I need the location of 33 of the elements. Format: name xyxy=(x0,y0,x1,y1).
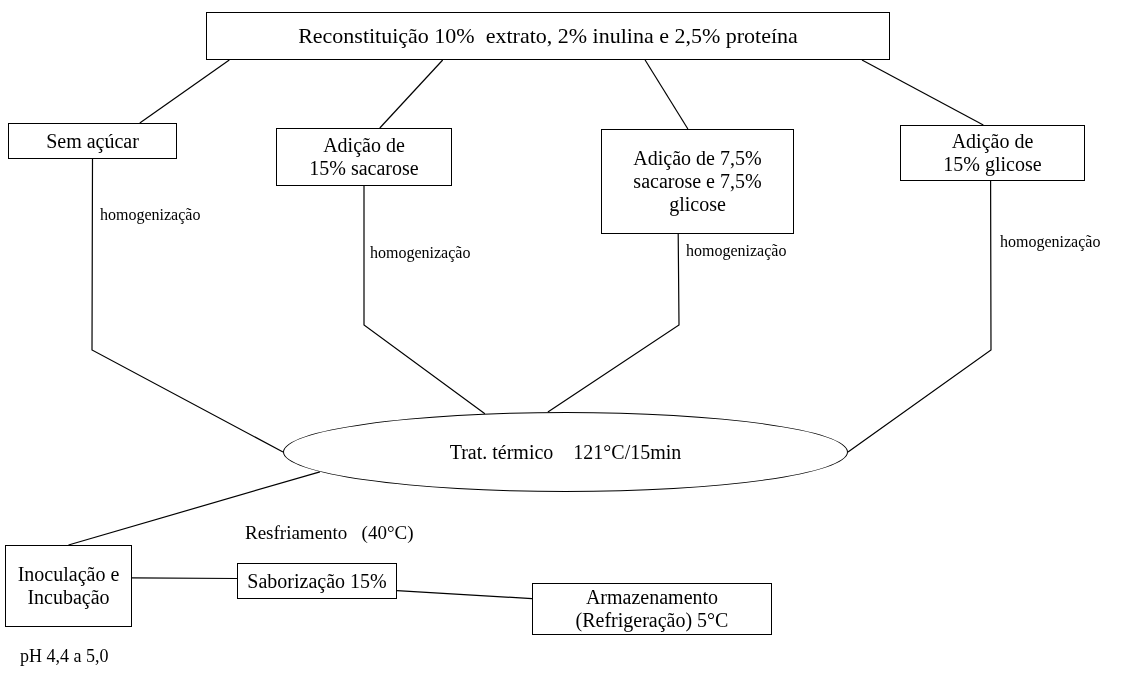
connector-line xyxy=(396,590,533,600)
process-box xyxy=(601,129,794,234)
step-text: Trat. térmico 121°C/15min xyxy=(449,440,682,464)
process-box xyxy=(900,125,1085,181)
connector-line xyxy=(139,59,230,124)
step-text: Reconstituição 10% extrato, 2% inulina e 2,5% proteína xyxy=(298,23,798,49)
connector-line xyxy=(379,59,444,129)
connector-line xyxy=(91,158,284,453)
step-text: Adição de 15% sacarose xyxy=(308,134,420,180)
edge-label: homogenização xyxy=(370,244,471,262)
process-box xyxy=(5,545,132,627)
connector-line xyxy=(67,471,321,546)
note-text: pH 4,4 a 5,0 xyxy=(20,646,109,667)
connector-line xyxy=(847,180,992,453)
edge-label: Resfriamento (40°C) xyxy=(245,522,414,544)
process-box xyxy=(276,128,452,186)
process-box xyxy=(237,563,397,599)
process-box xyxy=(532,583,772,635)
connector-line xyxy=(644,59,689,130)
step-text: Sem açúcar xyxy=(46,129,139,153)
edge-label: homogenização xyxy=(1000,233,1101,251)
step-text: Saborização 15% xyxy=(247,569,387,593)
edge-label: homogenização xyxy=(100,206,201,224)
connector-line xyxy=(131,577,238,580)
step-text: Adição de 15% glicose xyxy=(942,130,1043,176)
step-text: Armazenamento (Refrigeração) 5°C xyxy=(574,586,730,632)
connector-line xyxy=(547,233,680,413)
process-box xyxy=(206,12,890,60)
connector-line xyxy=(861,59,984,126)
process-box xyxy=(8,123,177,159)
step-text: Inoculação e Incubação xyxy=(16,563,121,609)
edge-label: homogenização xyxy=(686,242,787,260)
step-text: Adição de 7,5% sacarose e 7,5% glicose xyxy=(632,147,763,216)
